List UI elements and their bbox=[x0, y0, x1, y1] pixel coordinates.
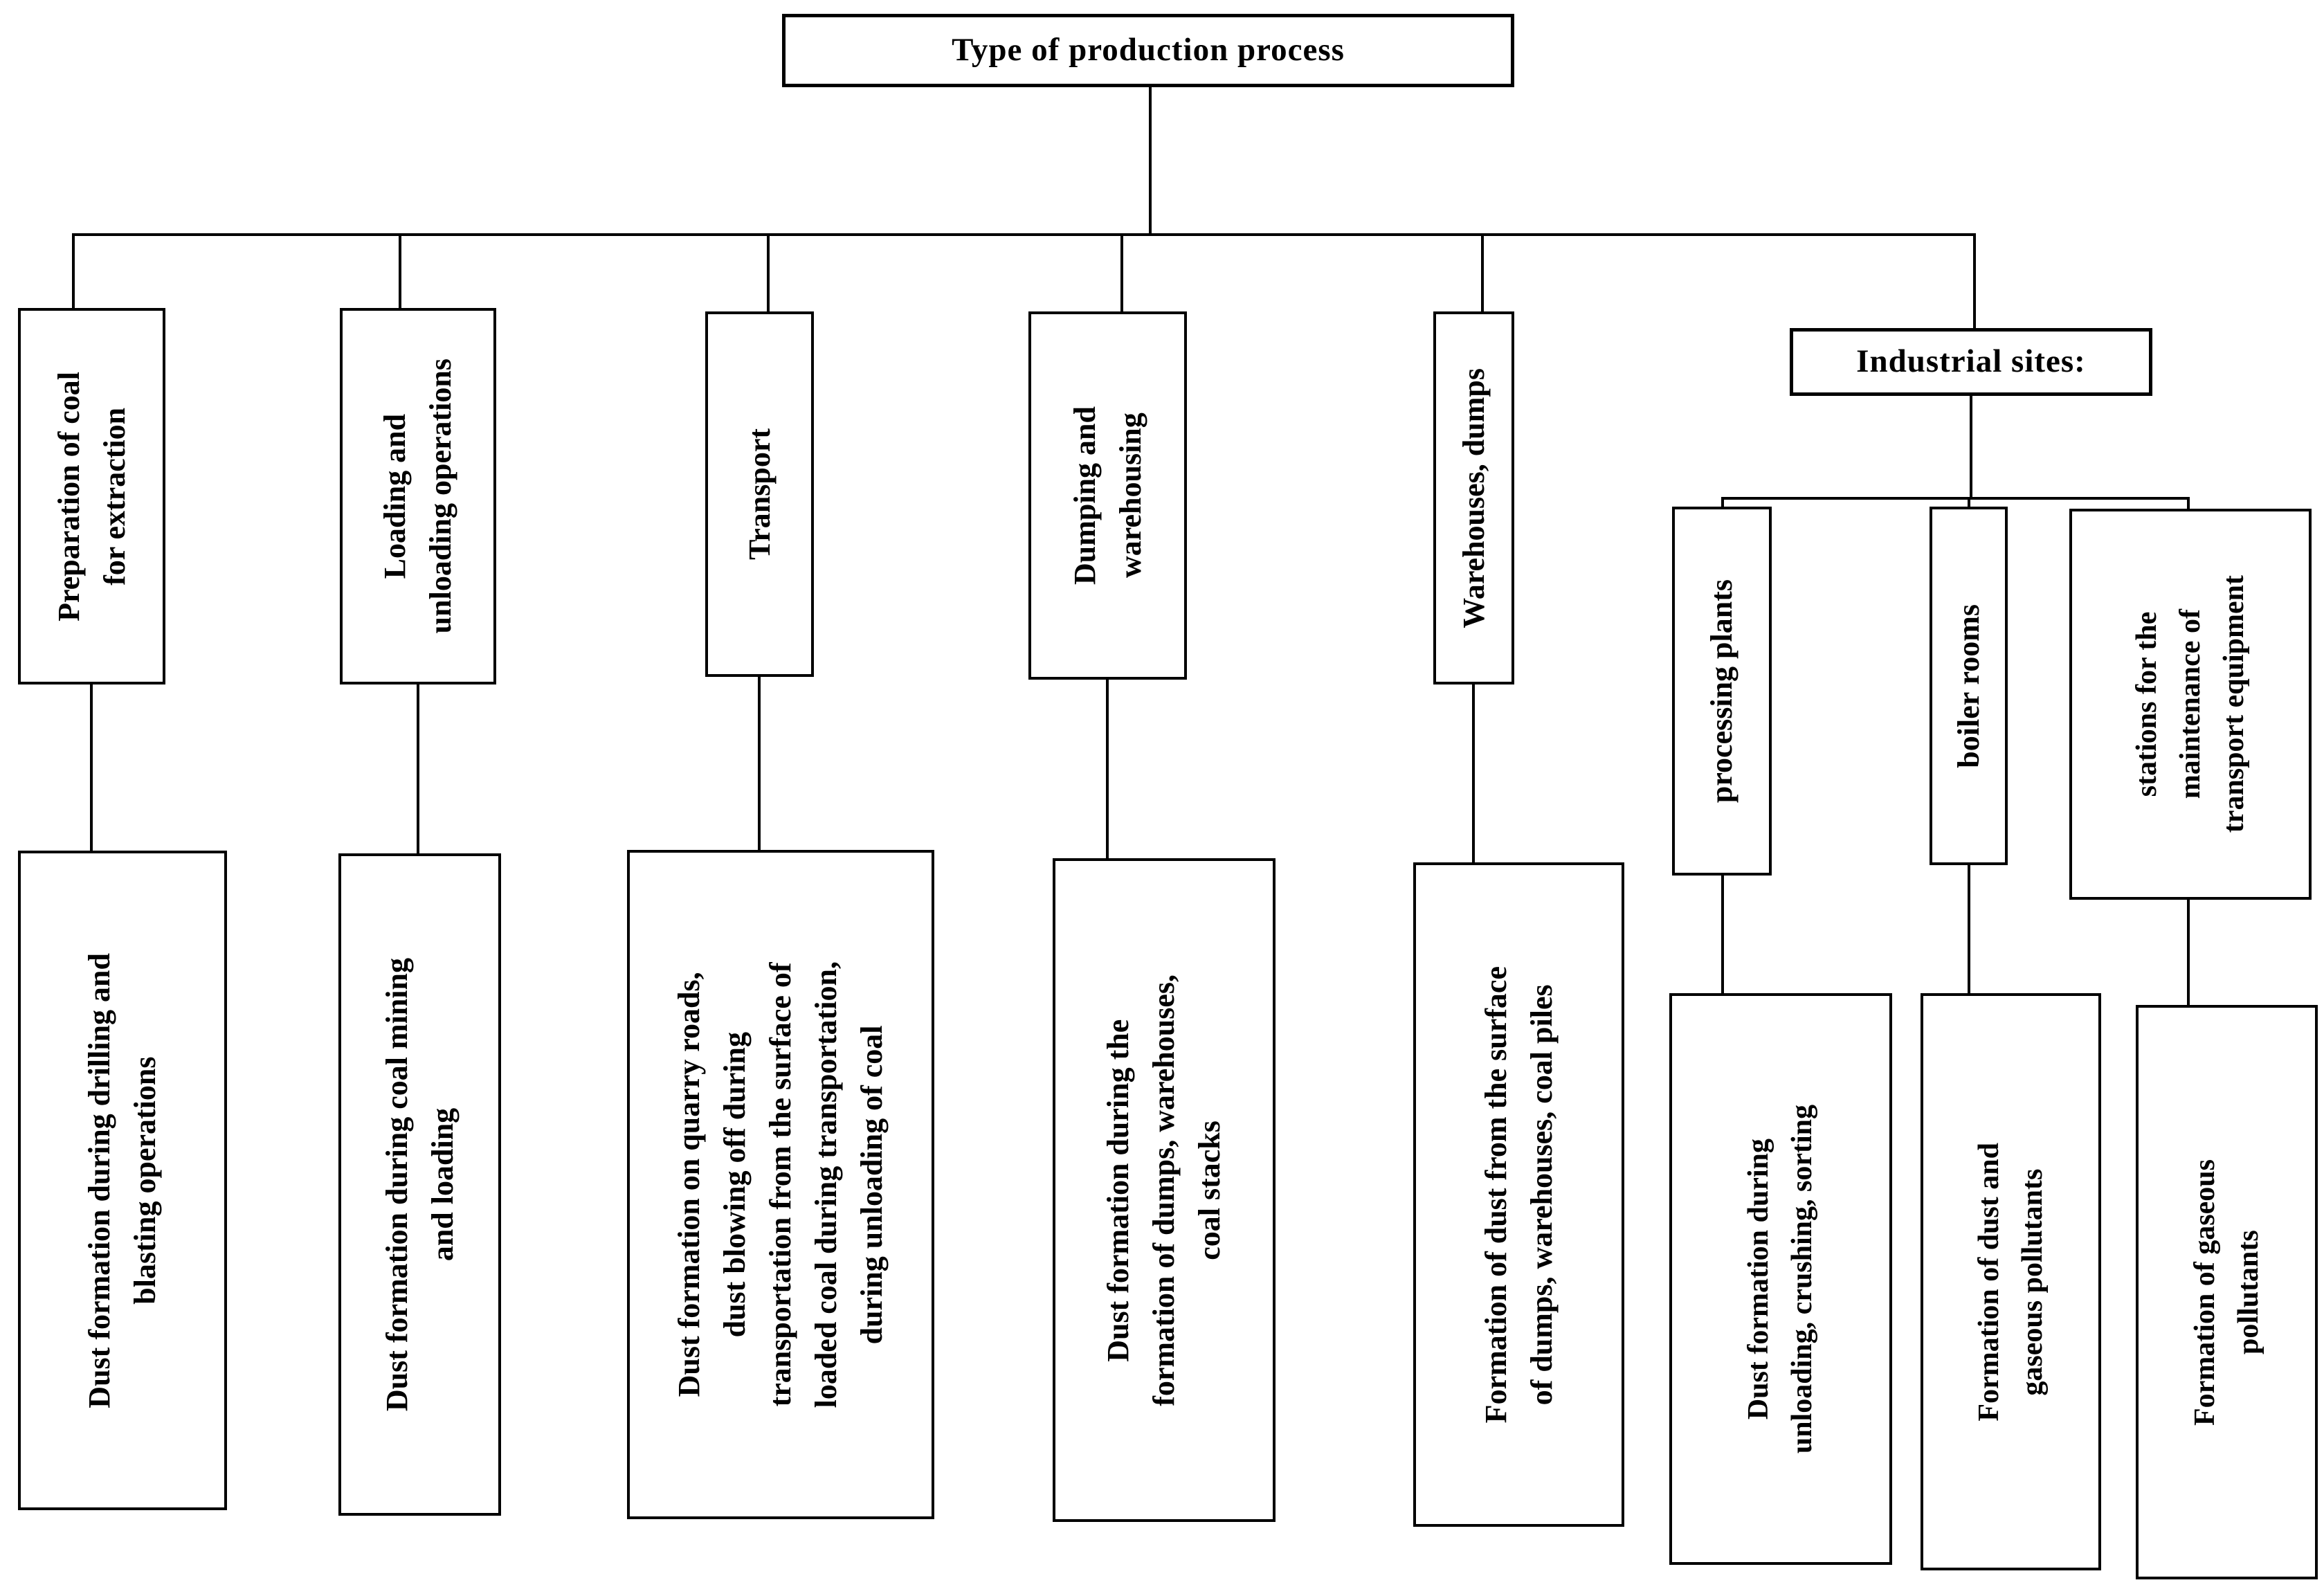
site-detail-label: Dust formation during unloading, crushin… bbox=[1743, 1104, 1818, 1454]
detail-unloading-crushing-sorting: Dust formation during unloading, crushin… bbox=[1669, 993, 1892, 1565]
connector-rail bbox=[72, 233, 1976, 236]
box-preparation-of-coal: Preparation of coal for extraction bbox=[18, 308, 165, 684]
detail-gaseous-pollutants: Formation of gaseous pollutants bbox=[2136, 1005, 2318, 1579]
detail-dumps-warehouses-stacks: Dust formation during the formation of d… bbox=[1053, 858, 1276, 1522]
box-boiler-rooms: boiler rooms bbox=[1930, 507, 2008, 865]
connector-line bbox=[2187, 498, 2190, 510]
site-header-label: stations for the maintenance of transpor… bbox=[2130, 575, 2250, 833]
site-header-label: processing plants bbox=[1705, 579, 1739, 804]
detail-coal-mining-loading: Dust formation during coal mining and lo… bbox=[338, 853, 501, 1516]
box-warehouses-dumps: Warehouses, dumps bbox=[1433, 311, 1514, 684]
connector-rail bbox=[1721, 497, 2190, 500]
site-detail-label: Formation of dust and gaseous pollutants bbox=[1972, 1142, 2049, 1422]
detail-quarry-roads-dust: Dust formation on quarry roads, dust blo… bbox=[627, 850, 934, 1519]
root-label: Type of production process bbox=[952, 32, 1345, 69]
connector-line bbox=[72, 235, 75, 309]
box-loading-unloading: Loading and unloading operations bbox=[340, 308, 496, 684]
branch-header-label: Warehouses, dumps bbox=[1456, 368, 1491, 628]
box-industrial-sites: Industrial sites: bbox=[1790, 328, 2152, 396]
connector-line bbox=[1721, 498, 1724, 508]
branch-detail-label: Dust formation during drilling and blast… bbox=[82, 952, 162, 1408]
connector-line bbox=[1120, 235, 1123, 313]
connector-line bbox=[767, 235, 770, 313]
connector-line bbox=[1481, 235, 1484, 313]
branch-detail-label: Formation of dust from the surface of du… bbox=[1478, 965, 1559, 1424]
connector-line bbox=[1968, 498, 1970, 508]
connector-line bbox=[1149, 86, 1152, 235]
detail-dust-gaseous-pollutants: Formation of dust and gaseous pollutants bbox=[1921, 993, 2101, 1570]
connector-line bbox=[1968, 864, 1970, 995]
connector-line bbox=[1106, 678, 1109, 860]
detail-surface-dust-piles: Formation of dust from the surface of du… bbox=[1413, 862, 1624, 1527]
branch-header-label: Transport bbox=[742, 428, 777, 560]
connector-line bbox=[399, 235, 401, 309]
box-dumping-warehousing: Dumping and warehousing bbox=[1028, 311, 1187, 680]
box-production-process-root: Type of production process bbox=[782, 14, 1514, 87]
branch-header-label: Dumping and warehousing bbox=[1067, 406, 1147, 585]
connector-line bbox=[1973, 235, 1976, 329]
branch-header-label: Loading and unloading operations bbox=[378, 359, 457, 634]
box-processing-plants: processing plants bbox=[1672, 507, 1772, 876]
connector-line bbox=[758, 675, 761, 851]
industrial-sites-label: Industrial sites: bbox=[1856, 343, 2086, 380]
connector-line bbox=[2187, 898, 2190, 1006]
connector-line bbox=[90, 683, 93, 852]
connector-line bbox=[1721, 874, 1724, 995]
box-transport: Transport bbox=[705, 311, 814, 677]
branch-detail-label: Dust formation during the formation of d… bbox=[1101, 974, 1226, 1406]
branch-detail-label: Dust formation on quarry roads, dust blo… bbox=[672, 961, 889, 1408]
detail-drilling-blasting: Dust formation during drilling and blast… bbox=[18, 851, 227, 1510]
branch-header-label: Preparation of coal for extraction bbox=[51, 371, 131, 622]
box-maintenance-stations: stations for the maintenance of transpor… bbox=[2069, 509, 2312, 900]
site-header-label: boiler rooms bbox=[1951, 604, 1986, 768]
connector-line bbox=[1472, 683, 1475, 864]
site-detail-label: Formation of gaseous pollutants bbox=[2188, 1159, 2264, 1426]
branch-detail-label: Dust formation during coal mining and lo… bbox=[379, 957, 460, 1412]
connector-line bbox=[417, 683, 419, 855]
connector-line bbox=[1970, 395, 1972, 500]
